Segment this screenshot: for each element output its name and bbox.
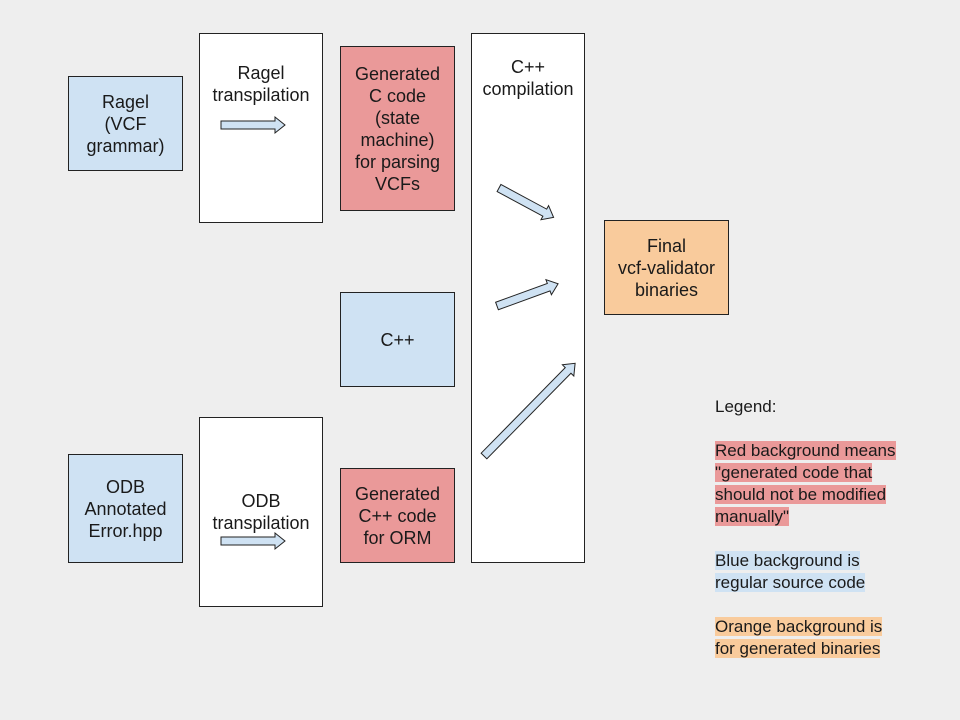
legend-title: Legend:	[715, 397, 777, 416]
legend-orange-entry: Orange background is for generated binar…	[715, 617, 883, 658]
ragel-vcf-grammar-box: Ragel (VCF grammar)	[68, 76, 183, 171]
odb-transpilation-arrow	[220, 531, 286, 551]
ragel-transpilation-arrow	[220, 115, 286, 135]
compile-arrow-from-generated-c	[496, 183, 555, 221]
odb-transpilation-box: ODB transpilation	[199, 417, 323, 607]
generated-orm-code-box: Generated C++ code for ORM	[340, 468, 455, 563]
legend-red-entry: Red background means "generated code tha…	[715, 441, 896, 526]
cpp-source-box: C++	[340, 292, 455, 387]
compile-arrow-from-orm	[480, 362, 576, 460]
final-binaries-box: Final vcf-validator binaries	[604, 220, 729, 315]
odb-annotated-error-box: ODB Annotated Error.hpp	[68, 454, 183, 563]
ragel-transpilation-box: Ragel transpilation	[199, 33, 323, 223]
legend: Legend: Red background means "generated …	[715, 396, 935, 660]
cpp-compilation-box: C++ compilation	[471, 33, 585, 563]
compile-arrow-from-cpp	[494, 278, 559, 311]
generated-c-code-box: Generated C code (state machine) for par…	[340, 46, 455, 211]
legend-blue-entry: Blue background is regular source code	[715, 551, 866, 592]
